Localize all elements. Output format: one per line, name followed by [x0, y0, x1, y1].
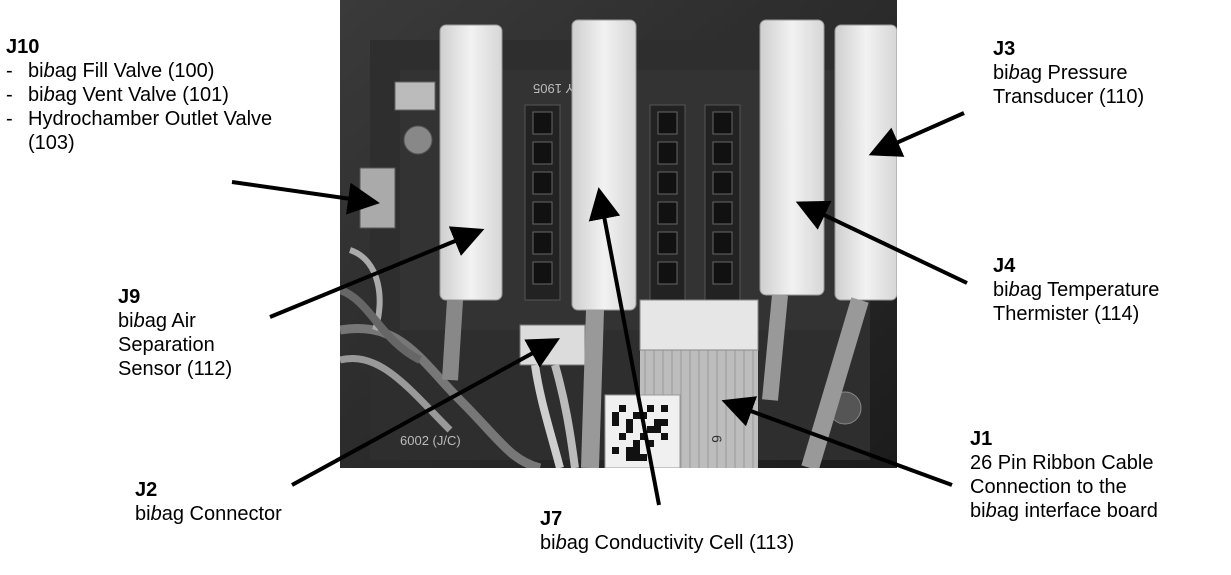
board-date-text: 6002 (J/C) [400, 433, 461, 448]
label-j7: J7 bibag Conductivity Cell (113) [540, 507, 900, 555]
pin [532, 141, 553, 165]
label-j9: J9 bibag Air Separation Sensor (112) [118, 285, 278, 381]
label-j1-id: J1 [970, 428, 993, 450]
side-connector [359, 167, 396, 229]
pin [657, 111, 678, 135]
board-photo: 6 ASSY 1905 6002 (J/C) [340, 0, 897, 468]
label-j2: J2 bibag Connector [135, 478, 335, 526]
barcode-cell [633, 454, 640, 461]
barcode-cell [633, 447, 640, 454]
label-j10-item-vent-valve: bibag Vent Valve (101) [6, 83, 306, 107]
pin [532, 111, 553, 135]
pin [532, 171, 553, 195]
barcode-cell [661, 433, 668, 440]
label-j10-item-fill-valve: bibag Fill Valve (100) [6, 59, 306, 83]
label-j2-id: J2 [135, 479, 158, 501]
pin [657, 261, 678, 285]
cable-label-text: 6 [709, 435, 725, 443]
label-j7-text: bibag Conductivity Cell (113) [540, 532, 795, 554]
pin [712, 141, 733, 165]
barcode-cell [612, 447, 619, 454]
pin [657, 201, 678, 225]
label-j10-id: J10 [6, 36, 40, 58]
barcode-cell [619, 405, 626, 412]
barcode-cell [647, 440, 654, 447]
sensor-block-j4 [759, 19, 825, 296]
label-j4: J4 bibag Temperature Thermister (114) [993, 254, 1228, 326]
barcode-cell [612, 419, 619, 426]
pin [712, 111, 733, 135]
label-j4-id: J4 [993, 255, 1016, 277]
barcode-cell [640, 412, 647, 419]
barcode-cell [661, 405, 668, 412]
label-j4-text: bibag Temperature Thermister (114) [993, 279, 1160, 325]
pin [657, 171, 678, 195]
barcode-cell [619, 433, 626, 440]
label-j9-text: bibag Air Separation Sensor (112) [118, 310, 233, 380]
barcode-cell [640, 454, 647, 461]
label-j3-text: bibag Pressure Transducer (110) [993, 62, 1145, 108]
barcode-cell [640, 433, 647, 440]
label-j10-list: bibag Fill Valve (100) bibag Vent Valve … [6, 59, 306, 155]
barcode-cell [612, 412, 619, 419]
pin [532, 201, 553, 225]
barcode-cell [654, 419, 661, 426]
label-j1-text: 26 Pin Ribbon Cable Connection to the bi… [970, 452, 1158, 522]
barcode-cell [633, 440, 640, 447]
barcode-cell [626, 447, 633, 454]
label-j7-id: J7 [540, 508, 563, 530]
sensor-block-j3 [834, 24, 897, 301]
pin [712, 261, 733, 285]
barcode-cell [647, 426, 654, 433]
sensor-block-j9 [439, 24, 503, 301]
label-j9-id: J9 [118, 286, 141, 308]
label-j10: J10 bibag Fill Valve (100) bibag Vent Va… [6, 35, 306, 155]
label-j10-item-outlet-valve: Hydrochamber Outlet Valve (103) [6, 107, 296, 155]
sensor-block-j7 [571, 19, 637, 311]
label-j1: J1 26 Pin Ribbon Cable Connection to the… [970, 427, 1160, 523]
barcode-cell [654, 426, 661, 433]
barcode-cell [647, 405, 654, 412]
label-j3: J3 bibag Pressure Transducer (110) [993, 37, 1193, 109]
barcode-cell [626, 419, 633, 426]
ribbon-connector [639, 299, 759, 351]
label-j3-id: J3 [993, 38, 1016, 60]
pin [657, 231, 678, 255]
barcode-cell [633, 412, 640, 419]
small-connector [519, 324, 586, 366]
pin [532, 261, 553, 285]
pin [712, 171, 733, 195]
mount-screw-left [403, 125, 433, 155]
pin [657, 141, 678, 165]
barcode-cell [626, 426, 633, 433]
barcode-cell [661, 419, 668, 426]
pin [712, 201, 733, 225]
label-j2-text: bibag Connector [135, 503, 282, 525]
pin [712, 231, 733, 255]
barcode-cell [626, 454, 633, 461]
pin [532, 231, 553, 255]
